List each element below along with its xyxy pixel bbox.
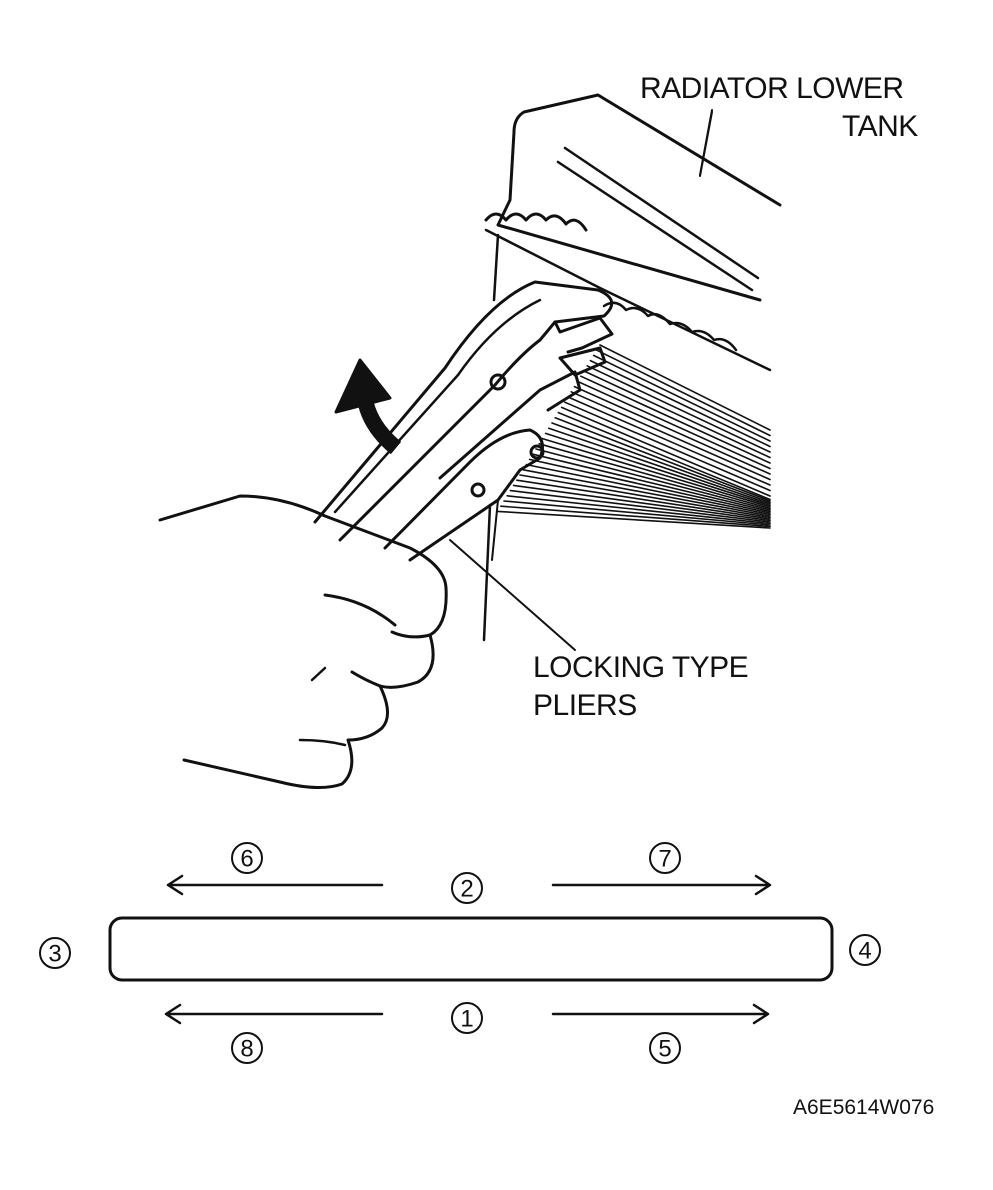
fin-line: [528, 458, 771, 514]
fin-line: [592, 354, 771, 442]
marker-8: 8: [240, 1036, 253, 1063]
arrow-5: [551, 1003, 770, 1025]
marker-2-circle: [451, 872, 483, 904]
fin-line: [560, 406, 771, 497]
marker-5-circle: [649, 1032, 681, 1064]
fin-line: [538, 442, 771, 510]
fin-line: [519, 474, 771, 519]
fin-line: [570, 390, 771, 481]
arrow-7: [551, 874, 772, 896]
fin-line: [506, 494, 771, 525]
fin-line: [589, 359, 771, 448]
fin-line: [567, 396, 771, 486]
arrow-6: [166, 874, 384, 896]
fin-line: [576, 380, 771, 470]
fin-line: [522, 468, 771, 517]
fin-line: [512, 484, 771, 522]
radiator-lower-tank: [484, 93, 782, 372]
fin-line: [547, 427, 771, 505]
fin-line: [544, 432, 771, 507]
fin-line: [573, 385, 771, 475]
locking-pliers: [313, 280, 614, 642]
marker-5: 5: [658, 1036, 671, 1063]
fin-line: [531, 453, 771, 513]
fin-line: [557, 411, 771, 501]
tab-sequence-diagram: [108, 874, 834, 1025]
radiator-label-line1: RADIATOR LOWER: [640, 72, 904, 105]
pliers-label-line1: LOCKING TYPE: [533, 651, 749, 684]
marker-7-circle: [649, 842, 681, 874]
fin-line: [599, 344, 771, 431]
hand: [158, 494, 448, 789]
fin-line: [551, 422, 771, 504]
pliers-leader-line: [449, 539, 576, 651]
fin-line: [579, 375, 771, 464]
pull-direction-arrow: [334, 358, 402, 455]
fin-line: [496, 510, 771, 529]
tank-flange-bar: [108, 916, 834, 982]
marker-4: 4: [858, 938, 871, 965]
arrow-8: [164, 1003, 384, 1025]
fin-line: [595, 349, 771, 437]
fin-line: [563, 401, 771, 492]
pliers-label-line2: PLIERS: [533, 689, 637, 722]
fin-line: [509, 489, 771, 523]
fin-line: [499, 505, 771, 528]
marker-8-circle: [231, 1032, 263, 1064]
fin-line: [503, 500, 771, 526]
fin-line: [525, 463, 771, 516]
figure-code: A6E5614W076: [793, 1096, 935, 1119]
fin-line: [535, 448, 771, 511]
fin-line: [554, 416, 771, 502]
marker-4-circle: [849, 934, 881, 966]
marker-3-circle: [39, 937, 71, 969]
radiator-label-line2: TANK: [842, 110, 918, 143]
marker-1: 1: [460, 1006, 473, 1033]
radiator-leader-line: [699, 111, 713, 177]
marker-3: 3: [48, 941, 61, 968]
radiator-core-fins: [496, 344, 771, 529]
fin-line: [586, 364, 771, 453]
marker-2: 2: [460, 876, 473, 903]
fin-line: [583, 370, 771, 459]
marker-1-circle: [451, 1002, 483, 1034]
marker-6-circle: [231, 842, 263, 874]
marker-7: 7: [658, 846, 671, 873]
fin-line: [541, 437, 771, 508]
marker-6: 6: [240, 846, 253, 873]
fin-line: [515, 479, 771, 520]
